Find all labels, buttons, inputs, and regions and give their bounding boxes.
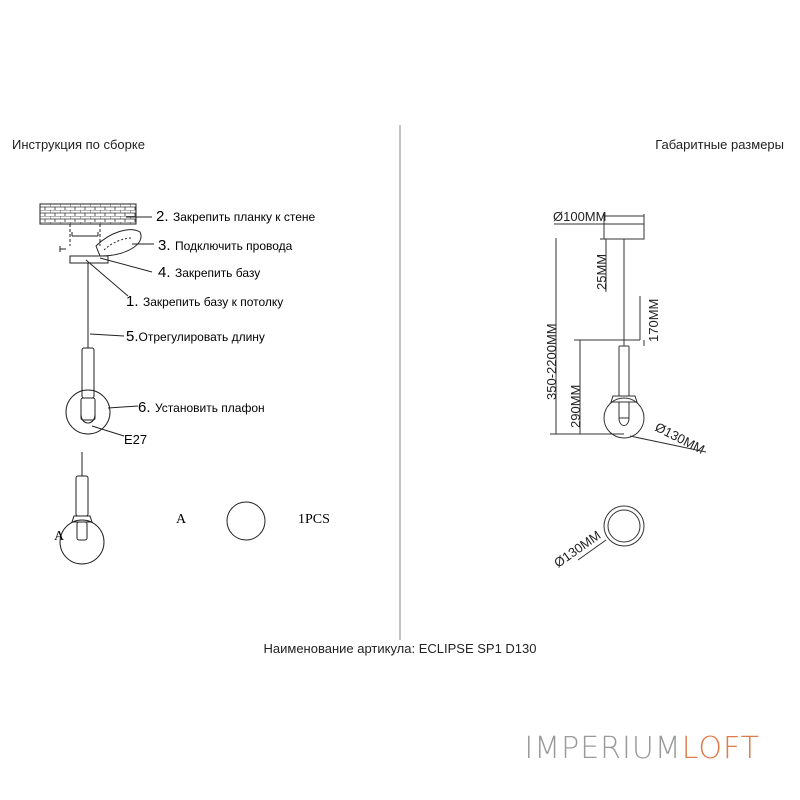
shade-top-diameter-dim: Ø130MM [551,528,603,571]
shade-top-view-inner [607,509,641,543]
step-5: 5.Отрегулировать длину [126,328,265,345]
tube [618,345,630,397]
step-2: 2. Закрепить планку к стене [156,208,316,225]
assembly-drawing [39,203,142,435]
step-3: 3. Подключить провода [158,237,293,254]
ceiling-brick-wall [39,203,137,225]
shade-diameter-dim: Ø130MM [653,419,707,457]
socket-label: E27 [124,432,147,447]
step-4: 4. Закрепить базу [158,264,260,281]
step-leaders [85,216,154,437]
part-quantity: 1PCS [298,512,330,527]
step-6: 6. Установить плафон [138,399,265,416]
base-diameter-dim: Ø100MM [553,209,606,224]
assembled-lamp-label: A [54,529,65,544]
overall-dimensions-heading: Габаритные размеры [655,137,784,152]
brand-logo-part1: IMPERIUM [524,731,682,766]
brand-logo: IMPERIUMLOFT [524,731,760,766]
assembled-lamp [59,452,105,565]
step-1: 1. Закрепить базу к потолку [126,293,283,310]
assembly-instructions-heading: Инструкция по сборке [12,137,145,152]
part-a-shade [226,501,266,541]
shade-height-dim: 290MM [568,385,583,428]
base-height-dim: 25MM [594,254,609,290]
article-name: Наименование артикула: ECLIPSE SP1 D130 [263,641,537,656]
ceiling-canopy [603,223,645,240]
dimension-drawing [550,214,707,561]
brand-logo-part2: LOFT [681,731,760,766]
total-length-dim: 350-2200MM [544,323,559,400]
shade [603,397,645,439]
shade-top-view-outer [603,505,645,547]
tube-length-dim: 170MM [646,299,661,342]
wire-bundle [95,229,142,257]
glass-shade [65,389,111,435]
part-a-label: A [176,512,187,527]
